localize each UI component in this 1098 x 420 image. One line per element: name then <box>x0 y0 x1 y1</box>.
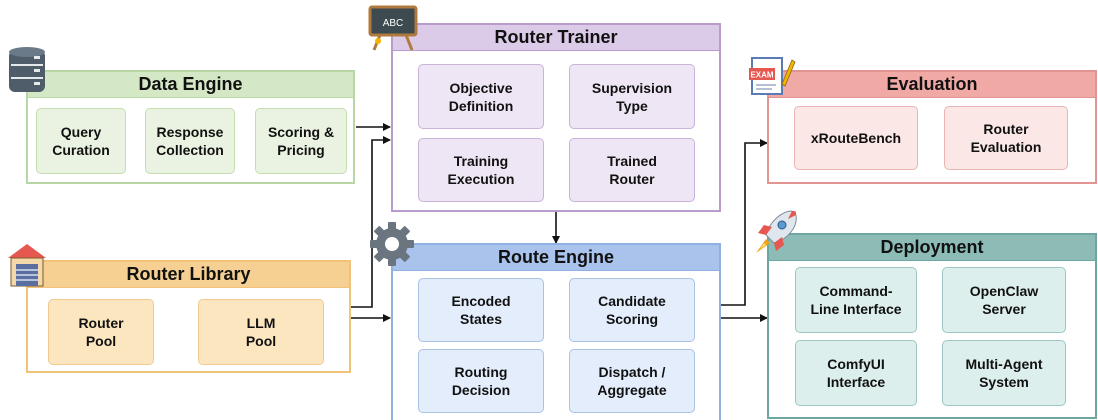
candidate-scoring-label: Candidate Scoring <box>598 293 666 327</box>
chalkboard-text: ABC <box>383 18 404 29</box>
llm-pool-label: LLM Pool <box>245 315 277 349</box>
exam-icon: EXAM <box>749 57 796 95</box>
router-evaluation-label: Router Evaluation <box>970 121 1042 155</box>
router-pool-box: Router Pool <box>48 299 154 365</box>
evaluation-header: Evaluation <box>769 72 1095 98</box>
router-library-panel: Router Library Router Pool LLM Pool <box>26 260 351 373</box>
rocket-icon <box>756 210 797 253</box>
cli-box: Command- Line Interface <box>795 267 917 333</box>
objective-definition-box: Objective Definition <box>418 64 544 129</box>
router-evaluation-box: Router Evaluation <box>944 106 1068 170</box>
chalkboard-icon: ABC <box>368 5 418 51</box>
multi-agent-system-box: Multi-Agent System <box>942 340 1066 406</box>
route-engine-title: Route Engine <box>498 247 614 267</box>
router-trainer-panel: Router Trainer Objective Definition Supe… <box>391 23 721 212</box>
comfyui-interface-label: ComfyUI Interface <box>826 356 886 390</box>
routing-decision-label: Routing Decision <box>451 364 511 398</box>
openclaw-server-label: OpenClaw Server <box>969 283 1039 317</box>
gear-icon <box>370 222 414 266</box>
scoring-pricing-box: Scoring & Pricing <box>255 108 347 174</box>
router-trainer-title: Router Trainer <box>494 27 618 47</box>
trained-router-label: Trained Router <box>607 153 657 187</box>
dispatch-aggregate-box: Dispatch / Aggregate <box>569 349 695 413</box>
query-curation-label: Query Curation <box>52 124 110 158</box>
cli-label: Command- Line Interface <box>810 283 902 317</box>
candidate-scoring-box: Candidate Scoring <box>569 278 695 342</box>
supervision-type-box: Supervision Type <box>569 64 695 129</box>
training-execution-label: Training Execution <box>447 153 515 187</box>
exam-text: EXAM <box>750 71 773 80</box>
deployment-title: Deployment <box>880 237 984 257</box>
router-pool-label: Router Pool <box>78 315 124 349</box>
evaluation-panel: Evaluation xRouteBench Router Evaluation <box>767 70 1097 184</box>
dispatch-aggregate-label: Dispatch / Aggregate <box>597 364 667 398</box>
data-engine-panel: Data Engine Query Curation Response Coll… <box>26 70 355 184</box>
deployment-panel: Deployment Command- Line Interface OpenC… <box>767 233 1097 419</box>
arrow-route-to-evaluation <box>721 139 768 306</box>
warehouse-icon <box>8 244 46 287</box>
encoded-states-label: Encoded States <box>451 293 511 327</box>
router-trainer-header: Router Trainer <box>393 25 719 51</box>
multi-agent-system-label: Multi-Agent System <box>965 356 1043 390</box>
route-engine-header: Route Engine <box>393 245 719 271</box>
encoded-states-box: Encoded States <box>418 278 544 342</box>
objective-definition-label: Objective Definition <box>448 79 514 114</box>
comfyui-interface-box: ComfyUI Interface <box>795 340 917 406</box>
trained-router-box: Trained Router <box>569 138 695 202</box>
deployment-header: Deployment <box>769 235 1095 261</box>
response-collection-label: Response Collection <box>156 124 224 158</box>
xroutebench-label: xRouteBench <box>810 130 902 146</box>
database-icon <box>9 47 45 92</box>
training-execution-box: Training Execution <box>418 138 544 202</box>
supervision-type-label: Supervision Type <box>591 79 673 114</box>
routing-decision-box: Routing Decision <box>418 349 544 413</box>
router-library-header: Router Library <box>28 262 349 288</box>
data-engine-header: Data Engine <box>28 72 353 98</box>
data-engine-title: Data Engine <box>138 74 243 94</box>
evaluation-title: Evaluation <box>886 74 978 94</box>
llm-pool-box: LLM Pool <box>198 299 324 365</box>
scoring-pricing-label: Scoring & Pricing <box>267 124 335 158</box>
router-library-title: Router Library <box>126 264 251 284</box>
arrow-library-to-trainer <box>350 136 391 308</box>
query-curation-box: Query Curation <box>36 108 126 174</box>
openclaw-server-box: OpenClaw Server <box>942 267 1066 333</box>
route-engine-panel: Route Engine Encoded States Candidate Sc… <box>391 243 721 420</box>
response-collection-box: Response Collection <box>145 108 235 174</box>
xroutebench-box: xRouteBench <box>794 106 918 170</box>
